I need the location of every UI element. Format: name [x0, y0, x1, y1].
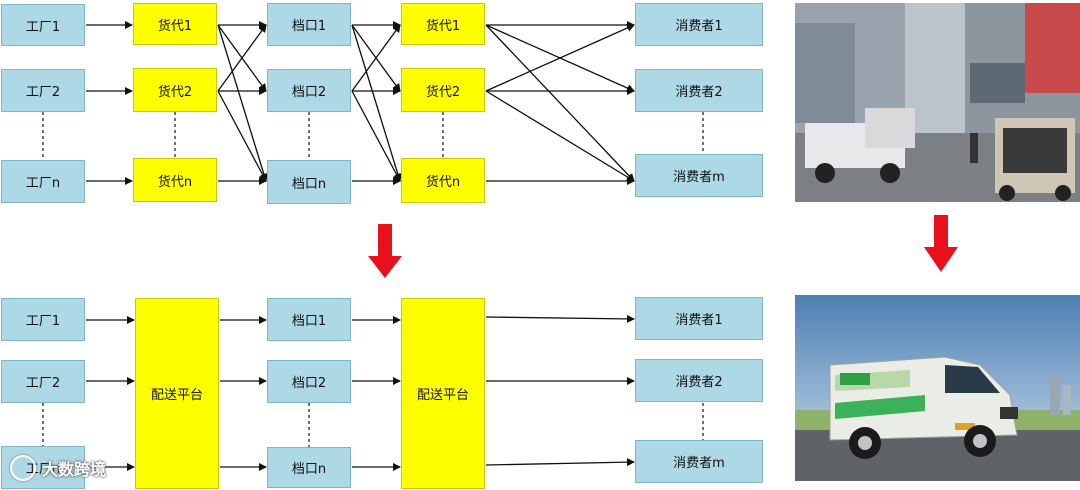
bottom-factory-2: 工厂2 — [1, 360, 85, 403]
bottom-consumer-m: 消费者m — [635, 440, 763, 483]
node-label: 货代1 — [157, 18, 193, 34]
node-label: 工厂2 — [25, 376, 61, 391]
top-stall-1: 档口1 — [267, 3, 351, 46]
node-label: 档口n — [291, 176, 327, 192]
transition-arrow-diagram — [368, 224, 402, 278]
node-label: 消费者m — [673, 456, 725, 471]
top-consumer-2: 消费者2 — [635, 69, 763, 112]
node-label: 消费者m — [673, 170, 725, 185]
top-factory-2: 工厂2 — [1, 69, 85, 112]
node-label: 档口2 — [291, 85, 327, 100]
watermark-logo-icon — [10, 455, 36, 481]
bottom-stall-2: 档口2 — [267, 360, 351, 403]
watermark: 大数跨境 — [10, 452, 150, 484]
node-label: 货代1 — [425, 18, 461, 34]
top-stall-n: 档口n — [267, 160, 351, 204]
bottom-ellipsis-lines — [42, 403, 704, 447]
node-label: 工厂1 — [25, 314, 61, 329]
top-forwarder-1: 货代1 — [133, 3, 217, 45]
top-forwarder-2: 货代2 — [133, 68, 217, 112]
node-label: 消费者2 — [675, 375, 723, 390]
top-forwarder-n: 货代n — [133, 158, 217, 202]
top-factory-n: 工厂n — [1, 160, 85, 203]
node-label: 工厂n — [25, 176, 61, 191]
street-market-photo — [795, 3, 1080, 202]
top-factory-1: 工厂1 — [1, 4, 85, 46]
node-label: 消费者2 — [675, 85, 723, 100]
node-label: 货代2 — [425, 84, 461, 100]
top-consumer-m: 消费者m — [635, 154, 763, 197]
bottom-platform-1: 配送平台 — [135, 298, 219, 489]
node-label: 档口2 — [291, 376, 327, 391]
node-label: 档口1 — [291, 314, 327, 329]
top-edges — [86, 21, 635, 185]
top-stall-2: 档口2 — [267, 69, 351, 112]
node-label: 消费者1 — [675, 313, 723, 328]
top-forwarder2-1: 货代1 — [401, 3, 485, 45]
top-forwarder2-n: 货代n — [401, 158, 485, 203]
node-label: 货代n — [425, 175, 461, 190]
node-label: 消费者1 — [675, 19, 723, 34]
bottom-factory-1: 工厂1 — [1, 298, 85, 341]
node-label: 货代n — [157, 174, 193, 190]
node-label: 配送平台 — [416, 388, 469, 403]
bottom-platform-2: 配送平台 — [401, 298, 485, 489]
node-label: 货代2 — [157, 84, 193, 100]
node-label: 档口n — [291, 462, 327, 477]
bottom-consumer-2: 消费者2 — [635, 359, 763, 402]
bottom-edges — [86, 314, 635, 471]
node-label: 工厂1 — [25, 19, 61, 35]
watermark-text: 大数跨境 — [42, 460, 107, 479]
top-forwarder2-2: 货代2 — [401, 68, 485, 112]
top-ellipsis-lines — [42, 112, 704, 160]
electric-van-photo — [795, 295, 1080, 481]
bottom-stall-1: 档口1 — [267, 298, 351, 341]
node-label: 配送平台 — [150, 388, 203, 403]
node-label: 工厂2 — [25, 85, 61, 100]
top-consumer-1: 消费者1 — [635, 3, 763, 46]
transition-arrow-photo — [924, 215, 958, 272]
bottom-stall-n: 档口n — [267, 447, 351, 488]
bottom-consumer-1: 消费者1 — [635, 297, 763, 340]
node-label: 档口1 — [291, 19, 327, 34]
